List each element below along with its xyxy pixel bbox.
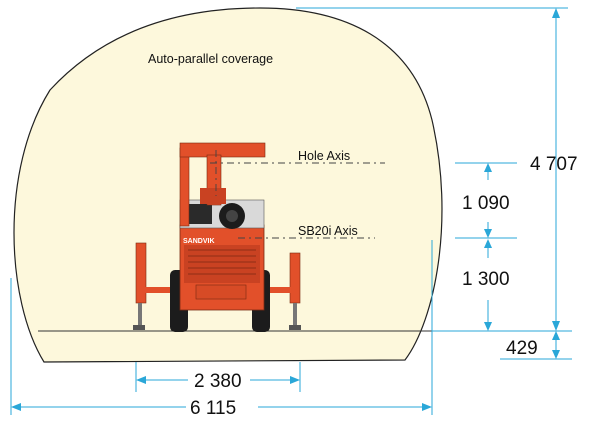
right-dimension-lines — [296, 7, 572, 360]
hole-axis-label: Hole Axis — [298, 149, 350, 163]
dimension-height-total: 4 707 — [530, 154, 578, 175]
coverage-profile — [13, 7, 443, 363]
hole-axis-line — [210, 150, 385, 196]
dimension-total-width: 6 115 — [190, 398, 236, 419]
boom-axis-label: SB20i Axis — [298, 224, 358, 238]
drill-rig-illustration: SANDVIK — [133, 142, 301, 332]
brand-mark: SANDVIK — [183, 238, 215, 245]
dimension-hole-to-boom: 1 090 — [462, 193, 510, 214]
dimension-inner-width: 2 380 — [194, 371, 242, 392]
dimension-boom-to-floor: 1 300 — [462, 269, 510, 290]
dimension-floor-offset: 429 — [506, 338, 538, 359]
bottom-dimension-lines — [10, 240, 433, 415]
coverage-label: Auto-parallel coverage — [148, 52, 273, 66]
